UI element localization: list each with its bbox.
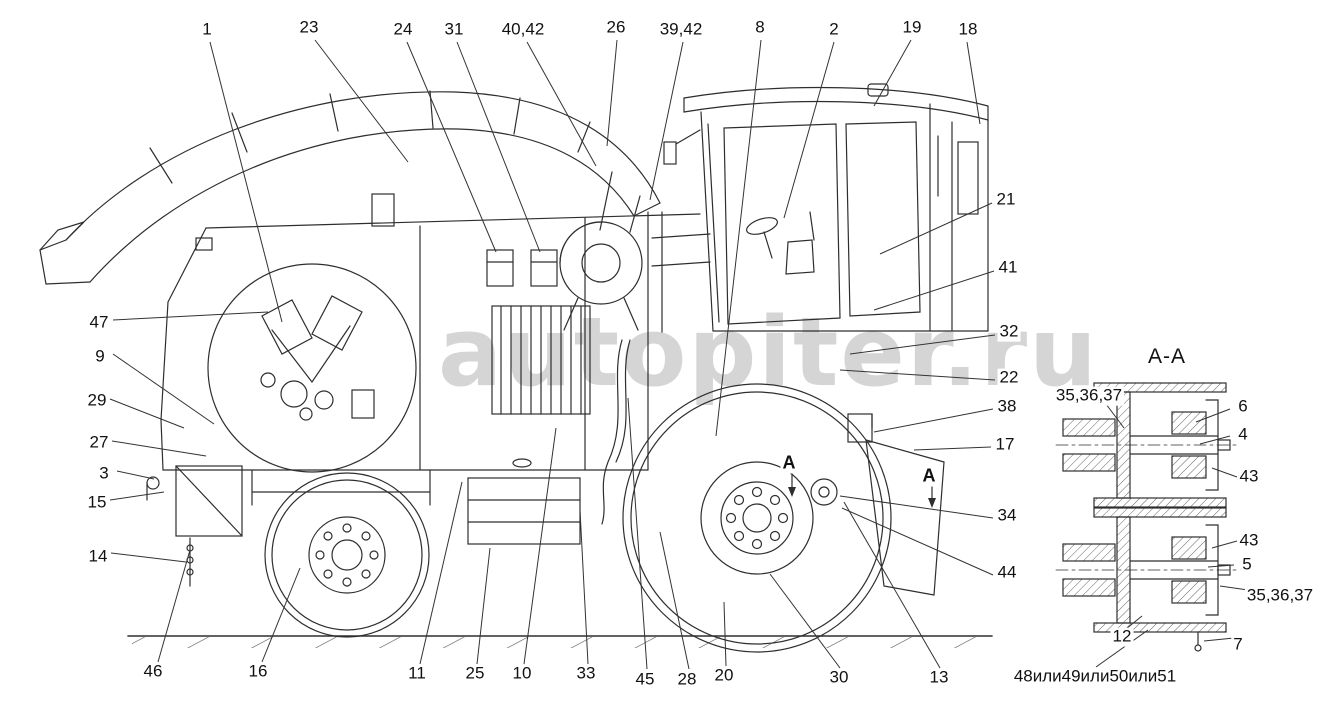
callout-label: 12: [1110, 626, 1134, 647]
hub-detail: [810, 478, 838, 506]
callout-label: 47: [87, 312, 111, 333]
section-view-title: А-А: [1147, 345, 1187, 368]
callout-label: 4: [1236, 424, 1250, 445]
callout-label: 27: [87, 432, 111, 453]
callout-label: 23: [297, 17, 321, 38]
discharge-chute: [39, 90, 661, 285]
callout-label: 14: [86, 546, 110, 567]
callout-label: 22: [997, 367, 1021, 388]
callout-label: 3: [97, 463, 111, 484]
callout-label: 1: [200, 19, 214, 40]
callout-label: 43: [1237, 466, 1261, 487]
callout-label: 33: [574, 663, 598, 684]
callout-label: 29: [85, 390, 109, 411]
callout-label: 5: [1240, 554, 1254, 575]
cab: [663, 83, 989, 332]
callout-label: 20: [712, 665, 736, 686]
bearing-assembly: [1055, 382, 1241, 508]
callout-label: 26: [604, 17, 628, 38]
section-cut-arrows: [788, 473, 936, 508]
front-wheel: [622, 383, 892, 653]
callout-label: 15: [85, 492, 109, 513]
callout-label: 25: [463, 663, 487, 684]
callout-label: 8: [753, 17, 767, 38]
callout-label: 6: [1236, 396, 1250, 417]
bearing-bottom-bolt: [1194, 631, 1202, 652]
callout-label: 31: [442, 19, 466, 40]
callout-label: 19: [900, 17, 924, 38]
callout-label: 43: [1237, 530, 1261, 551]
handrail: [601, 211, 711, 525]
ground-line: [127, 635, 993, 648]
callout-label: 39,42: [657, 19, 705, 40]
rear-fender: [847, 413, 945, 596]
blower-housing: [559, 221, 643, 331]
callout-label: 32: [997, 321, 1021, 342]
callout-label: 10: [510, 663, 534, 684]
machine-body: [146, 193, 701, 587]
rear-wheel: [264, 472, 430, 638]
callout-label: 18: [956, 19, 980, 40]
callout-label: 28: [675, 669, 699, 690]
callout-label: 2: [827, 19, 841, 40]
leader-lines: [109, 39, 1263, 670]
callout-label: 48или49или50или51: [1011, 666, 1179, 687]
callout-label: 24: [391, 19, 415, 40]
callout-label: 7: [1231, 634, 1245, 655]
watermark: autopiter.ru: [438, 298, 1099, 408]
radiator-screen: [491, 305, 591, 415]
callout-label: 40,42: [499, 19, 547, 40]
section-cut-label: А: [780, 452, 798, 474]
callout-label: 44: [995, 562, 1019, 583]
callout-label: 16: [246, 661, 270, 682]
callout-label: 35,36,37: [1244, 585, 1316, 606]
engine-detail: [207, 263, 417, 473]
callout-label: 35,36,37: [1053, 385, 1125, 406]
callout-label: 21: [994, 189, 1018, 210]
callout-label: 45: [633, 669, 657, 690]
callout-label: 11: [406, 663, 428, 684]
callout-label: 41: [996, 257, 1020, 278]
callout-label: 30: [827, 667, 851, 688]
callout-label: 46: [141, 661, 165, 682]
callout-label: 34: [995, 505, 1019, 526]
callout-label: 38: [995, 396, 1019, 417]
callout-label: 17: [993, 434, 1017, 455]
air-filters: [486, 249, 558, 287]
callout-label: 9: [93, 346, 107, 367]
section-cut-label: А: [920, 465, 938, 487]
callout-label: 13: [927, 667, 951, 688]
